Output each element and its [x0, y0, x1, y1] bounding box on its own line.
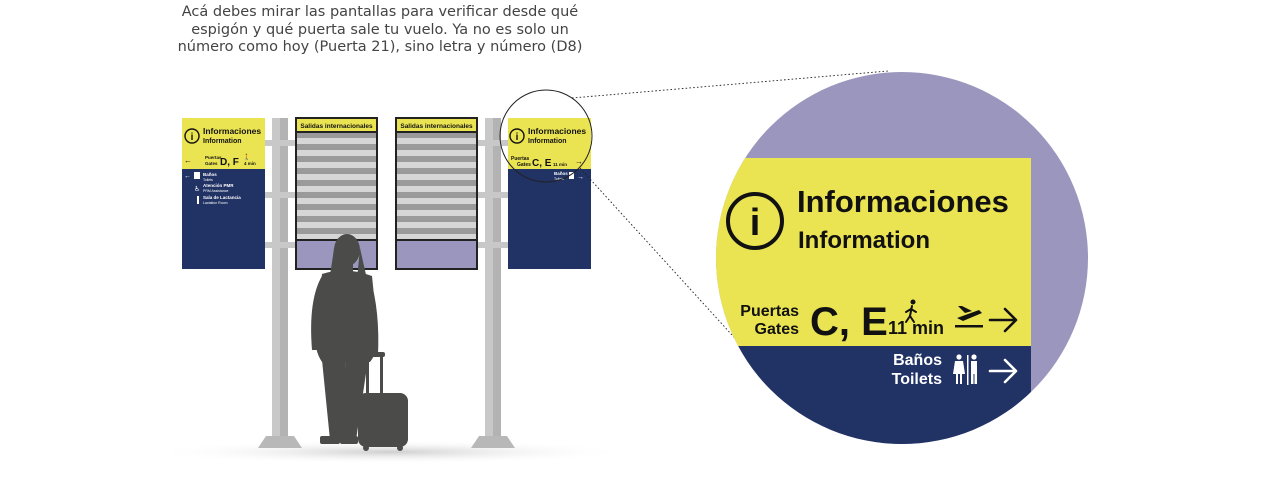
arrow-right-icon [988, 358, 1018, 384]
right-info-sign: i Informaciones Information Puertas Gate… [508, 118, 591, 269]
screen-1-title: Salidas internacionales [300, 123, 373, 130]
left-gates: D, F [220, 157, 239, 168]
toilets-icon [953, 354, 977, 385]
walk-icon [905, 299, 917, 323]
zoom-subtitle: Information [798, 227, 930, 254]
magnifier-focus [499, 89, 593, 183]
departures-screen-1: Salidas internacionales [295, 117, 378, 270]
arrow-left-icon: ← [184, 156, 192, 165]
right-sign-title: Informaciones [528, 126, 586, 136]
walk-icon: 🚶 [243, 153, 250, 161]
zoomed-sign: i Informaciones Information Puertas Gate… [716, 72, 1088, 444]
arrow-right-icon [988, 307, 1018, 333]
toilets-icon [194, 172, 200, 179]
left-sign-subtitle: Information [203, 138, 242, 145]
plane-departure-icon [955, 306, 983, 328]
left-gates-label-es: Puertas [205, 155, 222, 160]
suitcase [358, 352, 408, 451]
info-icon [726, 192, 784, 250]
left-row-toilets-en: Toilets [203, 178, 213, 182]
info-icon [184, 128, 200, 144]
left-row-prm-es: Atención PMR [203, 183, 234, 188]
info-icon [509, 128, 525, 144]
caption-line: espigón y qué puerta sale tu vuelo. Ya n… [191, 21, 569, 38]
lactation-icon [197, 196, 199, 204]
left-sign-title: Informaciones [203, 126, 261, 136]
svg-text:i: i [191, 132, 194, 143]
left-info-sign: i Informaciones Information ← Puertas Ga… [182, 118, 265, 269]
left-walk-time: 4 min [244, 161, 256, 166]
caption-line: Acá debes mirar las pantallas para verif… [181, 4, 579, 20]
right-sign-subtitle: Information [528, 138, 567, 145]
caption-line: número como hoy (Puerta 21), sino letra … [177, 39, 583, 55]
screen-2-title: Salidas internacionales [400, 123, 473, 130]
cross-bars [262, 140, 512, 248]
zoom-toilets-en: Toilets [892, 371, 942, 388]
zoom-gates: C, E [810, 300, 888, 344]
svg-text:i: i [750, 202, 761, 244]
arrow-right-icon: → [575, 157, 583, 166]
departures-screen-2: Salidas internacionales [395, 117, 478, 270]
right-gates-label-es: Puertas [511, 156, 530, 162]
right-toilets-es: Baños [554, 171, 568, 176]
traveler-silhouette [311, 234, 379, 444]
arrow-left-icon: ← [184, 173, 191, 180]
right-toilets-en: Toilets [554, 177, 564, 181]
wheelchair-icon: ♿ [194, 185, 200, 193]
right-gates: C, E [532, 158, 552, 169]
svg-text:i: i [516, 132, 519, 143]
toilets-icon [569, 172, 574, 179]
left-row-prm-en: PRM Assistance [203, 189, 229, 193]
zoom-gates-label-en: Gates [755, 321, 800, 338]
right-walk-time: 11 min [553, 162, 567, 167]
zoom-gates-label-es: Puertas [740, 303, 799, 320]
zoom-title: Informaciones [797, 184, 1009, 219]
left-row-lactation-en: Lactation Room [203, 201, 228, 205]
left-row-toilets-es: Baños [203, 172, 217, 177]
zoom-walk-time: 11 min [888, 318, 944, 338]
arrow-right-icon: → [577, 174, 584, 181]
caption: Acá debes mirar las pantallas para verif… [170, 4, 590, 57]
left-gates-label-en: Gates [205, 161, 218, 166]
zoom-toilets-es: Baños [893, 352, 942, 369]
left-row-lactation-es: Sala de Lactancia [203, 195, 241, 200]
right-gates-label-en: Gates [517, 162, 531, 168]
